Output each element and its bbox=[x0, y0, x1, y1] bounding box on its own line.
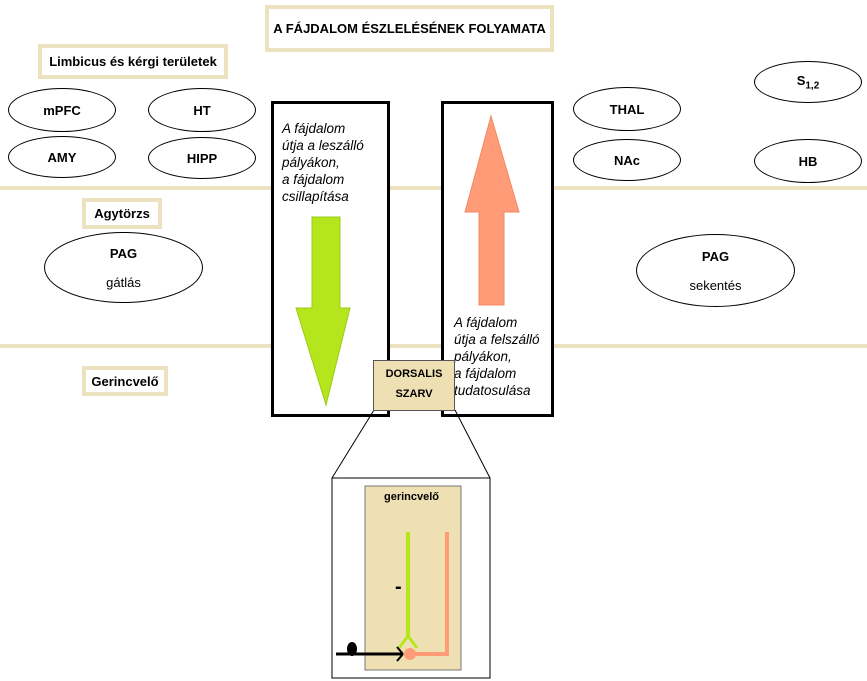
inset-afferent-branch-up bbox=[396, 646, 404, 655]
inset-descending-branch-left bbox=[397, 635, 410, 649]
dorsal-horn-line2: SZARV bbox=[395, 388, 433, 400]
inset-inhibition-sign: - bbox=[395, 576, 402, 598]
diagram-title-text: A FÁJDALOM ÉSZLELÉSÉNEK FOLYAMATA bbox=[273, 21, 546, 36]
node-amy: AMY bbox=[8, 136, 116, 178]
pag-right-name: PAG bbox=[701, 248, 730, 264]
descending-line-5: csillapítása bbox=[282, 189, 349, 204]
region-label-brainstem-text: Agytörzs bbox=[94, 206, 150, 221]
pag-left-effect: gátlás bbox=[106, 274, 141, 290]
descending-line-2: útja a leszálló bbox=[282, 138, 364, 153]
descending-line-3: pályákon, bbox=[282, 155, 340, 170]
node-ht: HT bbox=[148, 88, 256, 132]
pag-left-name: PAG bbox=[109, 245, 138, 261]
node-mpfc-label: mPFC bbox=[43, 102, 81, 118]
inset-descending-branch-right bbox=[406, 635, 419, 649]
inset-afferent-branch-down bbox=[396, 653, 404, 662]
inset-synapse-node bbox=[404, 648, 416, 660]
inset-label: gerincvelő bbox=[384, 491, 440, 503]
node-s12-label: S1,2 bbox=[797, 73, 820, 92]
ascending-line-4: a fájdalom bbox=[454, 366, 517, 381]
ascending-pathway-text: A fájdalom útja a felszálló pályákon, a … bbox=[454, 314, 540, 399]
node-amy-label: AMY bbox=[47, 149, 77, 165]
node-nac: NAc bbox=[573, 139, 681, 181]
pag-right: PAG sekentés bbox=[636, 234, 795, 307]
node-thal-label: THAL bbox=[609, 101, 645, 117]
descending-pathway-text: A fájdalom útja a leszálló pályákon, a f… bbox=[282, 120, 364, 205]
pag-left: PAG gátlás bbox=[44, 232, 203, 303]
inset-cell-body bbox=[347, 642, 357, 656]
inset-ascending-neuron bbox=[411, 532, 449, 656]
node-nac-label: NAc bbox=[613, 152, 640, 168]
diagram-title: A FÁJDALOM ÉSZLELÉSÉNEK FOLYAMATA bbox=[265, 5, 554, 52]
limbic-brainstem-boundary bbox=[0, 186, 867, 190]
ascending-line-3: pályákon, bbox=[454, 349, 512, 364]
node-hb-label: HB bbox=[798, 153, 818, 169]
brainstem-spinal-boundary bbox=[0, 344, 867, 348]
region-label-limbic-text: Limbicus és kérgi területek bbox=[49, 54, 217, 69]
node-hipp-label: HIPP bbox=[186, 150, 218, 166]
region-label-spinal-text: Gerincvelő bbox=[91, 373, 159, 389]
zoom-line-right bbox=[454, 409, 491, 479]
node-hipp: HIPP bbox=[148, 137, 256, 179]
region-label-limbic: Limbicus és kérgi területek bbox=[38, 44, 228, 79]
ascending-line-2: útja a felszálló bbox=[454, 332, 540, 347]
ascending-arrow bbox=[464, 114, 520, 306]
node-thal: THAL bbox=[573, 87, 681, 131]
node-s12-main: S bbox=[796, 72, 806, 88]
node-ht-label: HT bbox=[193, 102, 211, 118]
node-s12: S1,2 bbox=[754, 61, 862, 103]
descending-line-4: a fájdalom bbox=[282, 172, 345, 187]
ascending-line-5: tudatosulása bbox=[454, 383, 531, 398]
dorsal-horn-line1: DORSALIS bbox=[385, 368, 443, 380]
ascending-line-1: A fájdalom bbox=[454, 315, 518, 330]
descending-arrow bbox=[295, 216, 351, 407]
descending-line-1: A fájdalom bbox=[282, 121, 346, 136]
node-s12-subscript: 1,2 bbox=[805, 80, 820, 92]
node-mpfc: mPFC bbox=[8, 88, 116, 132]
dorsal-horn-box: DORSALIS SZARV bbox=[373, 360, 455, 411]
region-label-brainstem: Agytörzs bbox=[82, 198, 162, 229]
node-hb: HB bbox=[754, 139, 862, 183]
zoom-line-left bbox=[331, 409, 375, 479]
pag-right-effect: sekentés bbox=[689, 277, 742, 293]
region-label-spinal: Gerincvelő bbox=[82, 366, 168, 396]
